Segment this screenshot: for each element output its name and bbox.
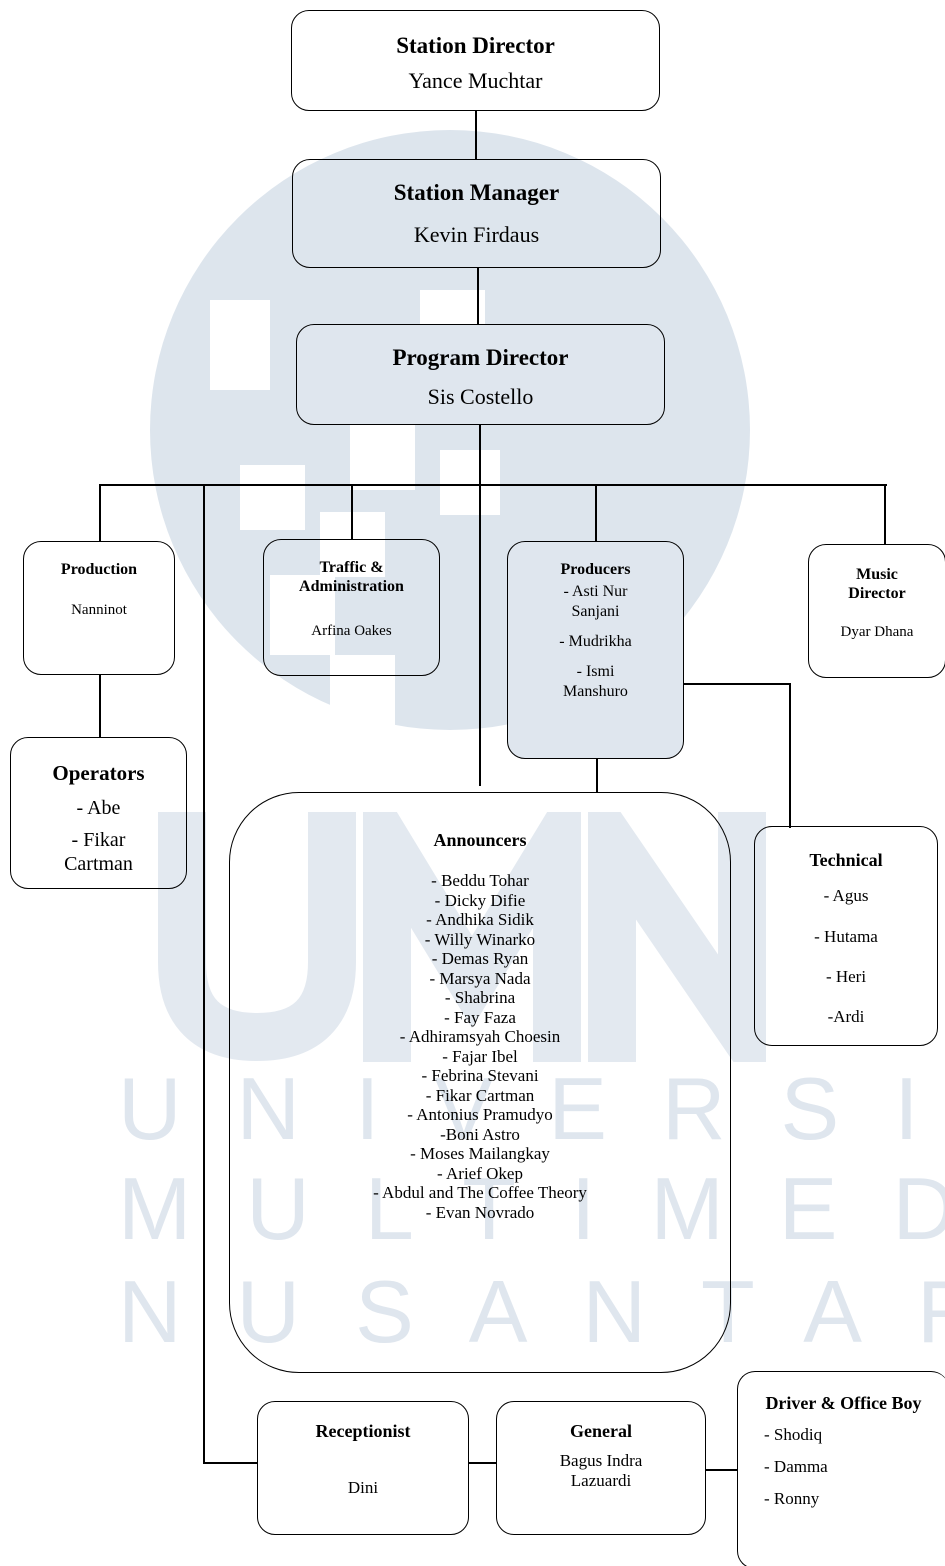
connector-line: [351, 484, 353, 539]
watermark-square: [330, 655, 395, 745]
production-name: Nanninot: [71, 602, 127, 618]
watermark-square: [270, 575, 335, 655]
music-director-box: Music Director Dyar Dhana: [808, 544, 945, 678]
driver-office-boy-box: Driver & Office Boy - Shodiq - Damma - R…: [737, 1371, 945, 1566]
technical-member: -Ardi: [827, 1007, 865, 1026]
watermark-umn-letters: [158, 812, 766, 1062]
producers-title: Producers: [560, 561, 631, 578]
station-director-title: Station Director: [396, 33, 555, 58]
general-title: General: [570, 1421, 632, 1441]
watermark-square: [350, 420, 415, 490]
traffic-administration-box: Traffic & Administration Arfina Oakes: [263, 539, 440, 676]
announcer-member: - Moses Mailangkay: [410, 1144, 550, 1163]
operator-member: - Fikar Cartman: [64, 829, 133, 875]
announcer-member: - Marsya Nada: [429, 968, 531, 988]
connector-line: [99, 674, 101, 737]
traffic-title: Traffic & Administration: [299, 559, 404, 595]
operator-member: - Abe: [76, 797, 121, 819]
connector-line: [475, 111, 477, 159]
watermark-square: [210, 300, 270, 390]
receptionist-title: Receptionist: [315, 1421, 411, 1441]
driver-member: - Shodiq: [764, 1425, 823, 1444]
connector-line: [203, 484, 205, 1463]
announcer-member: - Fajar Ibel: [442, 1046, 518, 1066]
announcer-member: - Abdul and The Coffee Theory: [373, 1183, 587, 1202]
station-director-name: Yance Muchtar: [408, 68, 543, 93]
connector-line: [596, 758, 598, 792]
station-manager-name: Kevin Firdaus: [413, 222, 540, 247]
connector-line: [99, 484, 887, 486]
program-director-title: Program Director: [392, 345, 569, 370]
general-box: General Bagus Indra Lazuardi: [496, 1401, 706, 1535]
connector-line: [468, 1462, 496, 1464]
watermark-square: [240, 465, 305, 530]
producer-member: - Mudrikha: [559, 633, 632, 650]
connector-line: [203, 1462, 258, 1464]
connector-line: [884, 484, 886, 544]
program-director-name: Sis Costello: [427, 384, 534, 409]
watermark-square: [320, 512, 385, 577]
station-manager-box: Station Manager Kevin Firdaus: [292, 159, 661, 268]
receptionist-box: Receptionist Dini: [257, 1401, 469, 1535]
producer-member: - Ismi Manshuro: [563, 663, 628, 700]
announcers-list: - Beddu Tohar - Dicky Difie - Andhika Si…: [230, 871, 730, 1222]
technical-member: - Heri: [825, 967, 867, 986]
driver-member: - Damma: [764, 1457, 828, 1476]
receptionist-name: Dini: [347, 1478, 379, 1497]
announcer-member: - Arief Okep: [437, 1163, 523, 1183]
announcers-title: Announcers: [433, 830, 527, 850]
producers-box: Producers - Asti Nur Sanjani - Mudrikha …: [507, 541, 684, 759]
announcer-member: - Fay Faza: [444, 1007, 516, 1027]
announcer-member: - Beddu Tohar: [431, 871, 529, 890]
connector-line: [705, 1469, 738, 1471]
technical-member: - Agus: [823, 886, 869, 905]
traffic-name: Arfina Oakes: [311, 623, 392, 639]
connector-line: [479, 424, 481, 786]
technical-title: Technical: [809, 850, 883, 870]
watermark-word: MULTIMEDIA: [118, 1159, 945, 1258]
announcer-member: - Adhiramsyah Choesin: [399, 1027, 561, 1046]
announcer-member: - Febrina Stevani: [421, 1066, 539, 1085]
producer-member: - Asti Nur Sanjani: [563, 583, 628, 620]
connector-line: [683, 683, 790, 685]
general-name: Bagus Indra Lazuardi: [559, 1451, 643, 1490]
watermark-square: [420, 290, 485, 330]
connector-line: [99, 484, 101, 541]
announcer-member: - Andhika Sidik: [426, 910, 534, 929]
production-title: Production: [60, 561, 138, 578]
announcer-member: - Fikar Cartman: [425, 1085, 535, 1105]
announcers-box: Announcers - Beddu Tohar - Dicky Difie -…: [229, 792, 731, 1373]
watermark-square: [440, 450, 500, 515]
production-box: Production Nanninot: [23, 541, 175, 675]
station-manager-title: Station Manager: [393, 180, 560, 205]
announcer-member: - Dicky Difie: [434, 890, 526, 910]
technical-box: Technical - Agus - Hutama - Heri -Ardi: [754, 826, 938, 1046]
music-director-name: Dyar Dhana: [840, 624, 914, 640]
announcer-member: - Evan Novrado: [425, 1202, 535, 1222]
announcer-member: - Antonius Pramudyo: [407, 1105, 553, 1124]
connector-line: [477, 267, 479, 324]
station-director-box: Station Director Yance Muchtar: [291, 10, 660, 111]
operators-title: Operators: [52, 761, 145, 785]
announcer-member: - Willy Winarko: [424, 929, 536, 949]
program-director-box: Program Director Sis Costello: [296, 324, 665, 425]
technical-member: - Hutama: [814, 927, 878, 946]
connector-line: [789, 683, 791, 828]
driver-member: - Ronny: [764, 1489, 820, 1508]
announcer-member: - Shabrina: [444, 988, 516, 1007]
announcer-member: - Demas Ryan: [431, 949, 529, 968]
driver-list: - Shodiq - Damma - Ronny: [738, 1424, 945, 1510]
music-director-title: Music Director: [848, 566, 906, 602]
watermark-word: UNIVERSITAS: [118, 1059, 945, 1158]
driver-title: Driver & Office Boy: [765, 1393, 922, 1413]
announcer-member: -Boni Astro: [440, 1124, 520, 1144]
connector-line: [595, 484, 597, 541]
operators-box: Operators - Abe - Fikar Cartman: [10, 737, 187, 889]
